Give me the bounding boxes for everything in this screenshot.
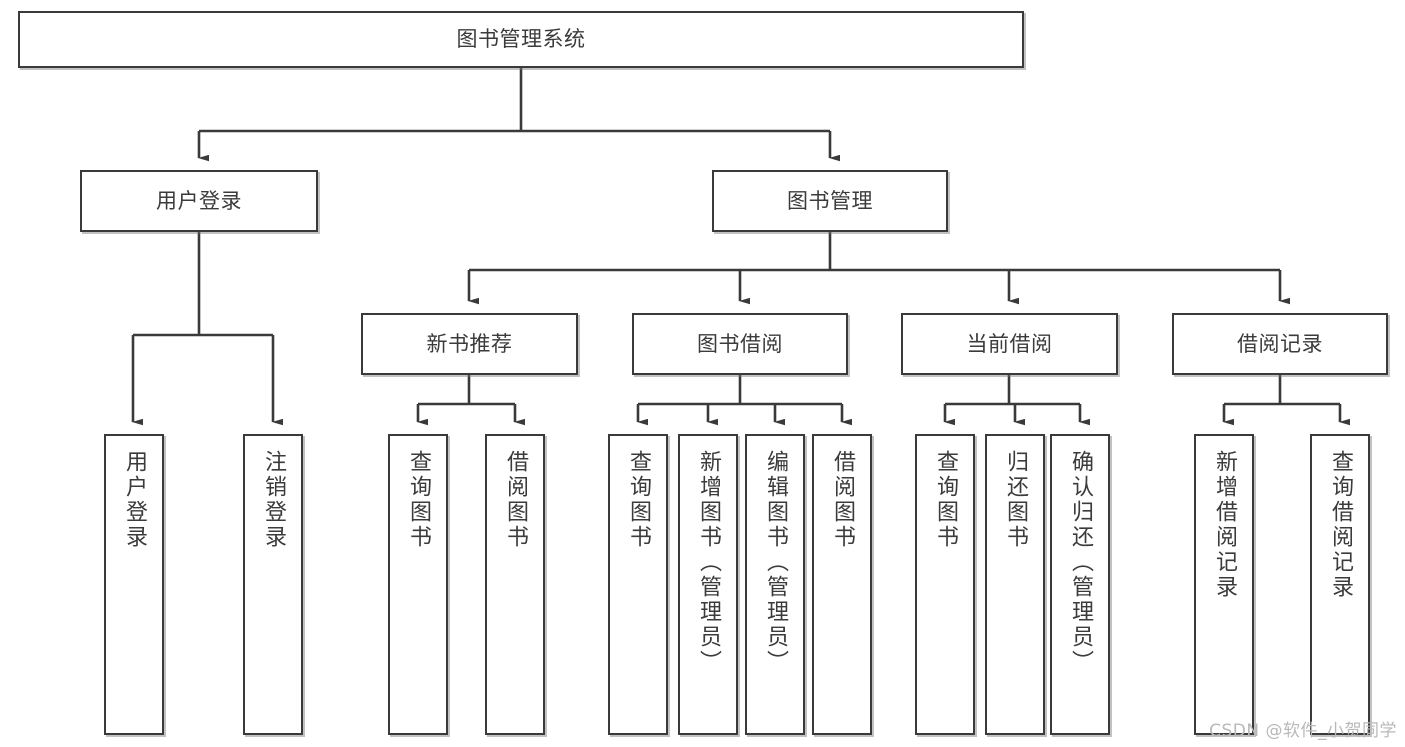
leaf-user-login-label: 用户登录 bbox=[122, 450, 147, 550]
leaf-user-login[interactable]: 用户登录 bbox=[104, 434, 164, 735]
node-user-login[interactable]: 用户登录 bbox=[80, 170, 318, 232]
node-book-management[interactable]: 图书管理 bbox=[712, 170, 948, 232]
node-book-borrow-label: 图书借阅 bbox=[697, 331, 783, 356]
node-book-management-label: 图书管理 bbox=[787, 188, 873, 213]
node-borrow-records[interactable]: 借阅记录 bbox=[1172, 313, 1388, 375]
leaf-query-borrow-record-label: 查询借阅记录 bbox=[1328, 450, 1353, 600]
leaf-borrow-book-recommend[interactable]: 借阅图书 bbox=[485, 434, 545, 735]
node-root-label: 图书管理系统 bbox=[456, 27, 586, 52]
csdn-watermark: CSDN @软件_小贺同学 bbox=[1209, 721, 1397, 741]
leaf-return-book[interactable]: 归还图书 bbox=[985, 434, 1045, 735]
leaf-confirm-return-admin-label: 确认归还（管理员） bbox=[1068, 450, 1093, 675]
leaf-borrow-book-label: 借阅图书 bbox=[830, 450, 855, 550]
leaf-add-borrow-record-label: 新增借阅记录 bbox=[1212, 450, 1237, 600]
leaf-add-book-admin-label: 新增图书（管理员） bbox=[696, 450, 721, 675]
leaf-confirm-return-admin[interactable]: 确认归还（管理员） bbox=[1050, 434, 1110, 735]
node-new-book-recommend-label: 新书推荐 bbox=[426, 331, 513, 356]
leaf-edit-book-admin[interactable]: 编辑图书（管理员） bbox=[745, 434, 805, 735]
leaf-return-book-label: 归还图书 bbox=[1003, 450, 1028, 550]
node-current-borrow[interactable]: 当前借阅 bbox=[901, 313, 1118, 375]
leaf-logout-label: 注销登录 bbox=[261, 450, 286, 550]
leaf-borrow-book[interactable]: 借阅图书 bbox=[812, 434, 872, 735]
leaf-query-book-borrow-label: 查询图书 bbox=[626, 450, 651, 550]
node-current-borrow-label: 当前借阅 bbox=[966, 331, 1053, 356]
leaf-logout[interactable]: 注销登录 bbox=[243, 434, 303, 735]
node-book-borrow[interactable]: 图书借阅 bbox=[632, 313, 848, 375]
node-user-login-label: 用户登录 bbox=[156, 188, 242, 213]
leaf-add-book-admin[interactable]: 新增图书（管理员） bbox=[678, 434, 738, 735]
node-root[interactable]: 图书管理系统 bbox=[18, 11, 1024, 68]
leaf-query-book-current-label: 查询图书 bbox=[933, 450, 958, 550]
leaf-query-book-current[interactable]: 查询图书 bbox=[915, 434, 975, 735]
leaf-query-book-recommend-label: 查询图书 bbox=[406, 450, 431, 550]
node-new-book-recommend[interactable]: 新书推荐 bbox=[361, 313, 578, 375]
leaf-borrow-book-recommend-label: 借阅图书 bbox=[503, 450, 528, 550]
leaf-query-borrow-record[interactable]: 查询借阅记录 bbox=[1310, 434, 1370, 735]
leaf-query-book-borrow[interactable]: 查询图书 bbox=[608, 434, 668, 735]
leaf-edit-book-admin-label: 编辑图书（管理员） bbox=[763, 450, 788, 675]
leaf-add-borrow-record[interactable]: 新增借阅记录 bbox=[1194, 434, 1254, 735]
node-borrow-records-label: 借阅记录 bbox=[1237, 331, 1323, 356]
leaf-query-book-recommend[interactable]: 查询图书 bbox=[388, 434, 448, 735]
